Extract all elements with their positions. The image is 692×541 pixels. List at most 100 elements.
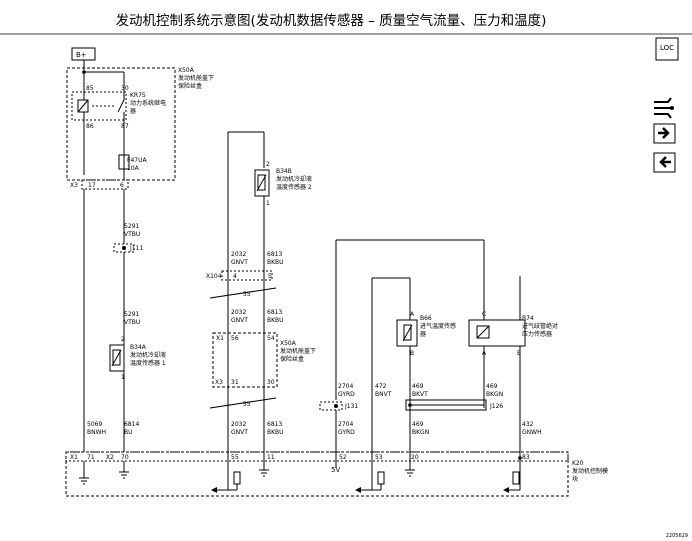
wire-2704-b-color: GYRD [338,429,355,436]
splice-j131 [319,401,343,411]
x3-label: X3 [70,182,78,189]
wire-6813-b-color: BKBU [267,317,284,324]
wire-2032-c-color: GNVT [231,429,248,436]
arrow-right-icon[interactable] [653,123,676,144]
wire-5291-a-color: VTBU [124,231,140,238]
ecm-pin-55: 55 [231,454,239,461]
sensor-b34a: 2 1 [109,336,125,381]
fuse-box-top-name: 发动机舱盖下 [178,74,214,82]
x104-pin-4: 4 [233,273,237,280]
b66-pin-b: B [410,350,414,357]
b66-pin-a: A [410,311,415,318]
relay-id: KR75 [130,92,146,99]
b66-name: 进气温度传感 [420,322,456,330]
wire-5069-color: BNWH [87,429,106,436]
wire-469-a-color: BKVT [412,391,428,398]
wire-6813-a-color: BKBU [267,259,284,266]
ecm-x1-label: X1 [70,454,78,461]
wire-472-circuit: 472 [375,383,387,390]
break-55-label: 55 [243,291,251,298]
b34a-pin-1: 1 [121,374,125,381]
relay-name2: 器 [130,108,136,115]
ecm-pin-52: 52 [339,454,347,461]
thermistor-icon [257,174,266,191]
ecm-5v-label: 5V [331,466,340,474]
wire-6813-c-color: BKBU [267,429,284,436]
b34b-name: 发动机冷却液 [276,175,312,183]
b34b-pin-2: 2 [266,161,270,168]
b74-name2: 压力传感器 [522,330,552,338]
wire-2704-a-circuit: 2704 [338,383,353,390]
ecm-x2-pin-70: 70 [121,454,129,461]
x104-connector [221,270,273,281]
b74-pin-b: B [517,350,521,357]
b34b-id: B34B [276,168,292,175]
mid-x1-pin-54: 54 [267,335,275,342]
b34b-pin-1: 1 [266,200,270,207]
wire-6813-a-circuit: 6813 [267,251,282,258]
b-plus-label: B+ [76,51,87,59]
sensor-b66: A B [396,311,418,357]
thermistor-icon [403,324,412,341]
wire-5291-b-circuit: 5291 [124,311,139,318]
connector-icon[interactable] [654,97,674,119]
b34a-pin-2: 2 [121,336,125,343]
break-line-2 [209,397,277,409]
x104-label: X104 [206,273,222,280]
fuse-rating: 10A [127,165,140,172]
resistor-icon [355,461,385,493]
wire-6814-color: BU [124,429,133,436]
ground-icon [119,461,129,479]
b66-name2: 器 [420,331,426,338]
wire-2704-b-circuit: 2704 [338,421,353,428]
wire-469-a-circuit: 469 [412,383,424,390]
resistor-icon [503,461,521,493]
relay-kr75: 85 30 86 87 [71,72,129,175]
ground-icon [259,461,269,477]
loc-icon-text: LOC [660,44,674,52]
b66-id: B66 [420,315,432,322]
fuse-id: F47UA [127,157,147,164]
wire-2032-b-circuit: 2032 [231,309,246,316]
wire-469-c-color: BKGN [412,429,429,436]
b34a-name: 发动机冷却液 [130,351,166,359]
relay-coil-icon [77,99,89,113]
arrow-left-icon[interactable] [653,152,676,173]
fuse-box-mid-name: 发动机舱盖下 [280,347,316,355]
wire-469-b-circuit: 469 [486,383,498,390]
ecm-name: 发动机控制模 [572,467,608,475]
figure-id: 2205629 [666,533,688,539]
wire-2704-a-color: GYRD [338,391,355,398]
fuse-box-mid-name2: 保险丝盒 [280,355,304,363]
relay-pin-86: 86 [86,123,94,130]
ecm-pin-83: 83 [522,454,530,461]
mid-x1-pin-56: 56 [231,335,239,342]
loc-icon[interactable]: LOC [655,37,679,61]
wire-469-c-circuit: 469 [412,421,424,428]
b34a-id: B34A [130,344,147,351]
x3-pin-6: 6 [120,182,124,189]
ecm-k20-enclosure [65,451,569,497]
wire-432-circuit: 432 [522,421,534,428]
ecm-pin-53: 53 [375,454,383,461]
relay-name: 动力系统继电 [130,99,166,107]
wire-6813-c-circuit: 6813 [267,421,282,428]
fuse-box-mid-id: X50A [280,340,297,347]
ecm-x1-pin-71: 71 [87,454,95,461]
resistor-icon [211,461,241,493]
fuse-box-top-name2: 保险丝盒 [178,82,202,90]
break-55-label-2: 55 [243,401,251,408]
ecm-connector-strip [65,451,569,462]
relay-pin-87: 87 [121,123,129,130]
ecm-pin-11: 11 [267,454,275,461]
relay-switch-icon [117,99,125,113]
wire-2032-a-color: GNVT [231,259,248,266]
wire-2032-b-color: GNVT [231,317,248,324]
thermistor-icon [112,349,121,366]
ecm-name2: 块 [572,475,578,483]
mid-x3-label: X3 [215,379,223,386]
break-line [209,287,277,299]
fuse-box-mid-enclosure [212,332,278,388]
